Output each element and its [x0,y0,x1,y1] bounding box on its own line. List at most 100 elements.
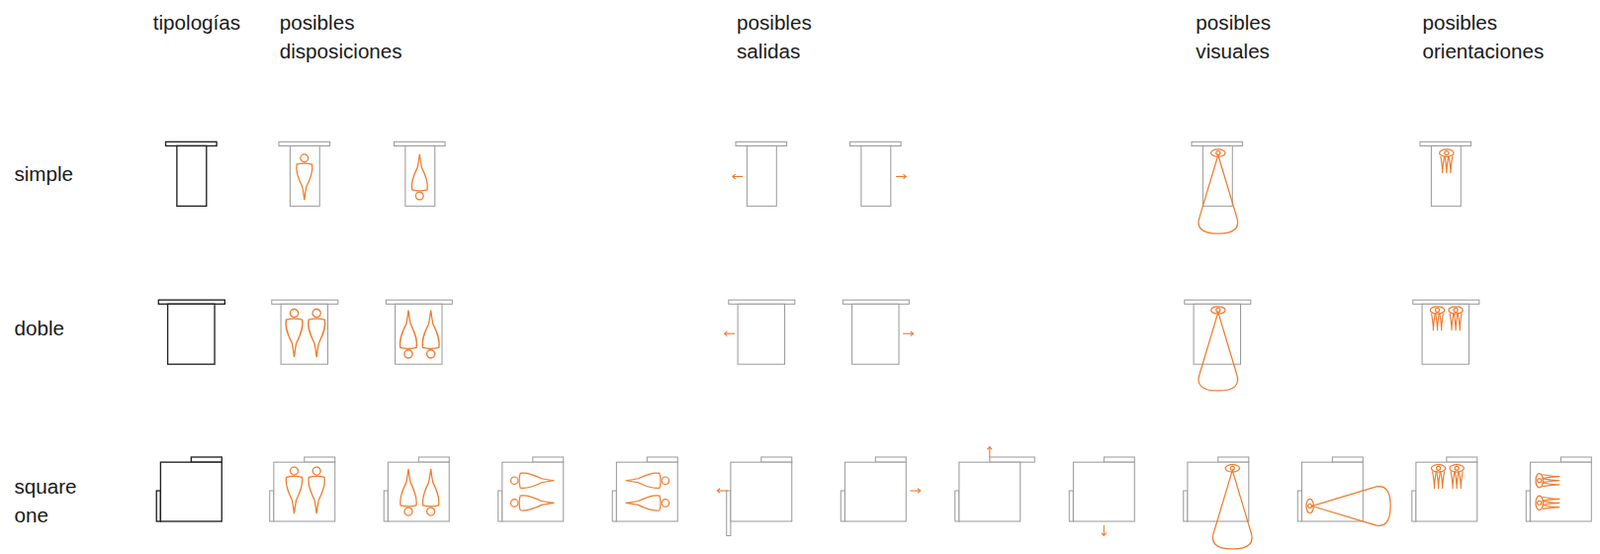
person-figure [296,154,313,200]
body-stroke [1542,474,1561,479]
oriented-person [1439,149,1454,174]
oriented-person [1448,306,1463,331]
body-stroke [1457,313,1462,332]
arrow-head [910,331,914,337]
square-bed [387,461,449,522]
exit-arrow [895,176,906,178]
body-stroke [1542,482,1561,487]
oriented-person [1535,473,1560,488]
double-bed [280,303,328,364]
person-figure [625,472,670,488]
column-header: tipologías [153,7,241,37]
pupil [1435,307,1440,312]
pupil [1230,465,1235,470]
body-stroke [1450,470,1455,489]
person-body [400,468,417,507]
body-stroke [1440,156,1445,175]
headboard [728,299,796,304]
side-board [383,490,388,522]
person-body [308,318,326,357]
double-bed [737,303,785,364]
person-head [427,507,436,516]
body-stroke [1453,313,1458,332]
pupil [1216,307,1221,312]
side-board [1183,490,1188,522]
headboard [646,456,678,462]
single-bed [289,145,320,206]
headboard [1103,456,1135,462]
person-figure [422,309,440,358]
pupil [1537,500,1542,505]
headboard [190,456,222,462]
row-header: simple [13,159,74,188]
double-bed [395,303,443,364]
single-bed [177,145,207,206]
square-bed [959,461,1021,522]
eye [1535,495,1543,510]
headboard [875,456,906,462]
exit-arrow [988,446,990,457]
person-body [625,472,661,488]
person-figure [285,308,303,357]
double-bed [852,303,899,364]
headboard [1218,456,1249,462]
square-bed [1416,461,1478,522]
body-stroke [1439,313,1444,332]
headboard [418,456,449,462]
headboard [761,456,793,462]
eye [1430,464,1445,472]
headboard [1420,141,1472,146]
side-board [726,490,731,535]
exit-arrow [909,489,920,491]
body-stroke [1436,470,1441,489]
pupil [1537,478,1542,483]
square-bed [1072,461,1135,522]
column-header: posibles salidas [736,7,812,66]
side-board [955,490,960,522]
person-body [285,475,302,514]
arrow-head [716,488,720,494]
side-board [269,490,274,522]
square-bed [273,461,336,522]
person-head [404,350,413,358]
body-stroke [1454,470,1459,489]
pupil [1308,503,1313,508]
person-body [422,309,440,349]
headboard [394,141,446,146]
double-bed [1422,303,1469,364]
pupil [1436,465,1441,470]
headboard [385,299,452,304]
person-head [404,507,413,516]
view-cone [1306,486,1391,527]
cone-outline [1212,469,1252,548]
square-bed [1529,461,1592,522]
headboard [735,141,788,146]
person-body [411,154,428,191]
headboard [533,456,564,462]
person-body [308,475,325,514]
cone-outline [1198,312,1239,391]
person-body [519,495,554,511]
person-figure [422,468,439,516]
person-body [285,318,303,357]
pupil [1453,307,1458,312]
side-board [840,490,845,522]
headboard [278,141,331,146]
exit-arrow [732,176,743,178]
body-stroke [1542,478,1561,483]
side-board [1412,490,1417,522]
body-stroke [1431,313,1436,332]
exit-arrow [716,489,727,491]
person-figure [308,308,326,357]
person-body [400,309,418,349]
pupil [1454,465,1459,470]
eye [1449,464,1464,472]
view-cone [1212,464,1252,549]
headboard [1413,299,1480,304]
square-bed [502,461,564,522]
arrow-head [902,174,906,179]
single-bed [861,145,891,206]
arrow-head [732,174,736,179]
body-stroke [1448,156,1453,175]
